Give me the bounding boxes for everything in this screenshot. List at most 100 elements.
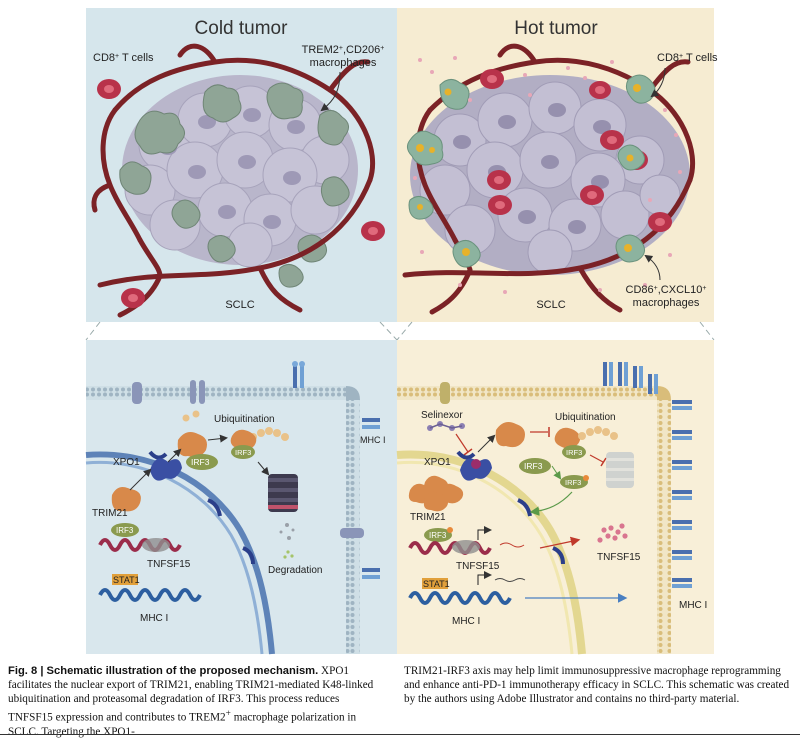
cold-mhc-surface-label: MHC I (360, 435, 386, 445)
hot-activation-arrow (551, 465, 562, 480)
cold-sclc-label: SCLC (225, 299, 254, 311)
cold-macrophage-label-line2: macrophages (310, 57, 377, 69)
cold-irf3-free-label: IRF3 (191, 457, 210, 467)
hot-xpo1-protein (460, 458, 492, 481)
cold-nuclear-envelope (85, 451, 275, 655)
cold-irf3-free (186, 454, 218, 470)
cold-nuclear-envelope-inner (85, 460, 264, 655)
hot-selinexor-bound (471, 459, 481, 469)
caption-left-body: XPO1 facilitates the nuclear export of T… (8, 665, 374, 724)
hot-macrophage-label-line2: macrophages (633, 297, 700, 309)
cold-nuclear-pores (148, 450, 255, 565)
cold-degradation-label: Degradation (268, 565, 322, 576)
cold-cd8-t-cells (97, 79, 385, 308)
hot-tumor-mass (410, 75, 690, 275)
hot-xpo1-label: XPO1 (424, 457, 451, 468)
hot-macrophage-label-line1: CD86+,CXCL10+ (626, 284, 707, 296)
hot-nuclear-envelope (396, 450, 586, 655)
cold-mhc-gene-label: MHC I (140, 613, 168, 624)
hot-nuclear-envelope-inner (396, 460, 574, 655)
hot-mhc-dna (408, 591, 512, 605)
cold-nuclear-irf3 (111, 523, 139, 537)
hot-macrophage-pointer (644, 254, 661, 281)
cold-trim21-export-arrow (129, 468, 152, 491)
hot-trim21-complex (554, 427, 581, 449)
cold-export-arrow (167, 448, 182, 463)
cold-macrophage-label-line1: TREM2+,CD206+ (302, 44, 385, 56)
hot-cell-membrane (397, 386, 671, 654)
cold-irf3-ub-complex (231, 445, 255, 459)
hot-nuclear-trim21 (408, 475, 464, 512)
figure-label: Fig. 8 | Schematic illustration of the p… (8, 665, 319, 677)
proteasome-icon (268, 474, 298, 512)
cold-nuclear-irf3-label: IRF3 (116, 526, 134, 535)
hot-mhc-receptors (603, 362, 692, 588)
hot-irf3-active-label: IRF3 (565, 478, 581, 487)
hot-mhc-mrna (494, 578, 526, 582)
hot-tnfsf15-protein-dots (597, 523, 628, 543)
hot-tnfsf15-gene-label: TNFSF15 (456, 561, 500, 572)
cold-tumor-title: Cold tumor (195, 18, 289, 39)
hot-sclc-label: SCLC (536, 299, 565, 311)
hot-export-arrow (477, 434, 496, 453)
selinexor-molecule (427, 421, 465, 431)
cold-blood-vessels (91, 43, 376, 318)
caption-left-sup: + (225, 708, 231, 719)
cold-degradation-products (283, 550, 294, 559)
cold-cytoplasm-trim21 (177, 432, 207, 458)
cold-membrane-channels (132, 380, 364, 538)
cold-xpo1-label: XPO1 (113, 457, 140, 468)
cold-binding-arrow (207, 434, 228, 443)
cold-degraded-fragments (279, 523, 295, 540)
hot-ubiquitin-chain (578, 426, 618, 440)
hot-nuclear-irf3-label: IRF3 (429, 531, 447, 540)
cold-ubiquitination-label: Ubiquitination (214, 414, 275, 425)
selinexor-label: Selinexor (421, 410, 463, 421)
inhibition-arrow-icon (455, 433, 469, 453)
cold-trim21-label: TRIM21 (92, 508, 128, 519)
bottom-rule (0, 734, 800, 735)
mhc-receptor-icon (292, 361, 380, 579)
hot-tnfsf15-export-arrow (539, 536, 581, 549)
hot-mhc-transcription-arrow (477, 571, 492, 585)
cold-macrophages (119, 82, 350, 288)
hot-cytoplasm-trim21 (495, 422, 525, 448)
hot-stat1-label: STAT1 (423, 579, 450, 589)
hot-inhibit-degradation (589, 454, 604, 463)
hot-nuclear-import-arrow (529, 491, 573, 516)
hot-mhc-gene-label: MHC I (452, 616, 480, 627)
hot-tnfsf15-protein-label: TNFSF15 (597, 552, 641, 563)
cold-stat1-label: STAT1 (113, 575, 140, 585)
transcription-arrow-icon (477, 526, 492, 540)
hot-membrane-channels (440, 382, 450, 404)
hot-trim21-label: TRIM21 (410, 512, 446, 523)
hot-mhc-surface-label: MHC I (679, 600, 707, 611)
cold-irf3-complex-label: IRF3 (235, 448, 251, 457)
cold-stat1-box (112, 574, 138, 585)
cold-xpo1-protein (150, 458, 182, 481)
hot-nuclear-irf3 (424, 528, 452, 542)
caption-left-column: Fig. 8 | Schematic illustration of the p… (8, 664, 384, 739)
cold-trim21-protein (111, 487, 141, 512)
hot-nuclear-pores (456, 450, 565, 565)
cold-tnfsf15-repressor (142, 538, 170, 552)
hot-cd8-pointer (650, 67, 666, 98)
zoom-guide-lines (85, 321, 715, 341)
hot-irf3-complex-label: IRF3 (566, 448, 582, 457)
hot-irf3-complex (562, 445, 586, 459)
hot-proteasome-faded (606, 452, 634, 488)
hot-irf3-free-label: IRF3 (524, 461, 543, 471)
cold-cell-membrane (86, 386, 360, 654)
cold-to-proteasome-arrow (257, 461, 270, 476)
cold-macrophage-pointer (320, 71, 341, 112)
cold-cd8-label: CD8+ T cells (93, 52, 154, 64)
hot-stat1-box (422, 578, 448, 589)
hot-tnfsf15-mrna (499, 542, 525, 548)
caption-right-column: TRIM21-IRF3 axis may help limit immunosu… (404, 665, 790, 706)
cold-trim21-complex (230, 429, 257, 451)
hot-irf3-active (560, 475, 588, 489)
hot-cytokine-dots (413, 56, 682, 294)
cold-tumor-mass (122, 75, 358, 268)
mechanism-schematic: Cold tumor Hot tumor (85, 8, 718, 655)
